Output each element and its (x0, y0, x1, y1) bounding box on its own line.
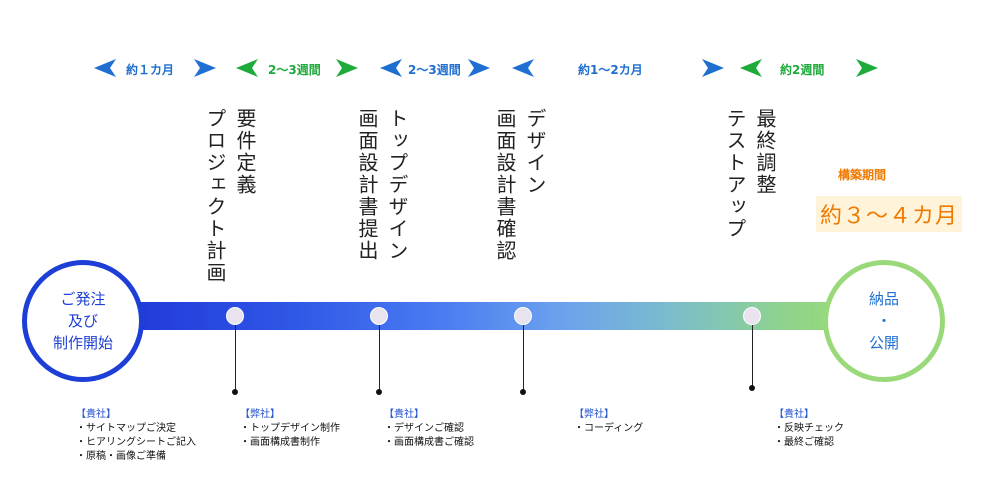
note-2-party: 【弊社】 (240, 409, 280, 420)
milestone-stem-3 (523, 325, 524, 392)
milestone-dot-4 (743, 307, 761, 325)
start-circle: ご発注 及び 制作開始 (22, 260, 144, 382)
milestone-stem-4 (752, 325, 753, 388)
milestone-dot-1 (226, 307, 244, 325)
phase-2-col2: 画面設計書提出 (355, 108, 379, 262)
duration-label-2: 2～3週間 (268, 63, 321, 77)
note-1-item-1: ・サイトマップご決定 (76, 423, 176, 434)
note-4-party: 【弊社】 (574, 409, 614, 420)
duration-label-4: 約1～2カ月 (578, 63, 643, 77)
phase-3-col1: デザイン (523, 108, 547, 196)
note-3: 【貴社】 ・デザインご確認 ・画面構成書ご確認 (384, 408, 474, 450)
end-circle: 納品 ・ 公開 (823, 260, 945, 382)
phase-2-col1: トップデザイン (385, 108, 409, 262)
milestone-end-dot-2 (376, 389, 382, 395)
phase-1-col1: 要件定義 (233, 108, 257, 196)
note-1: 【貴社】 ・サイトマップご決定 ・ヒアリングシートご記入 ・原稿・画像ご準備 (76, 408, 196, 464)
phase-4-col2: テストアップ (723, 108, 747, 240)
milestone-end-dot-4 (749, 385, 755, 391)
milestone-end-dot-1 (232, 389, 238, 395)
note-5: 【貴社】 ・反映チェック ・最終ご確認 (774, 408, 844, 450)
duration-label-1: 約１カ月 (126, 63, 175, 77)
note-2: 【弊社】 ・トップデザイン制作 ・画面構成書制作 (240, 408, 340, 450)
milestone-end-dot-3 (520, 389, 526, 395)
milestone-stem-1 (235, 325, 236, 392)
milestone-dot-3 (514, 307, 532, 325)
phase-4-col1: 最終調整 (753, 108, 777, 196)
note-4-item-1: ・コーディング (574, 423, 644, 434)
duration-label-3: 2～3週間 (408, 63, 461, 77)
build-period-label: 構築期間 (838, 168, 887, 182)
note-3-party: 【貴社】 (384, 409, 424, 420)
duration-label-5: 約2週間 (780, 63, 825, 77)
note-3-item-2: ・画面構成書ご確認 (384, 437, 474, 448)
note-5-item-1: ・反映チェック (774, 423, 844, 434)
note-2-item-1: ・トップデザイン制作 (240, 423, 340, 434)
milestone-stem-2 (379, 325, 380, 392)
note-5-item-2: ・最終ご確認 (774, 437, 834, 448)
phase-3-col2: 画面設計書確認 (493, 108, 517, 262)
milestone-dot-2 (370, 307, 388, 325)
note-1-party: 【貴社】 (76, 409, 116, 420)
note-1-item-3: ・原稿・画像ご準備 (76, 451, 166, 462)
note-4: 【弊社】 ・コーディング (574, 408, 643, 436)
start-circle-label: ご発注 及び 制作開始 (52, 290, 113, 352)
phase-1-col2: プロジェクト計画 (203, 108, 227, 284)
note-3-item-1: ・デザインご確認 (384, 423, 464, 434)
end-circle-label: 納品 ・ 公開 (868, 290, 899, 352)
build-period-value: 約３～４カ月 (816, 196, 962, 232)
note-2-item-2: ・画面構成書制作 (240, 437, 320, 448)
note-5-party: 【貴社】 (774, 409, 814, 420)
note-1-item-2: ・ヒアリングシートご記入 (76, 437, 196, 448)
